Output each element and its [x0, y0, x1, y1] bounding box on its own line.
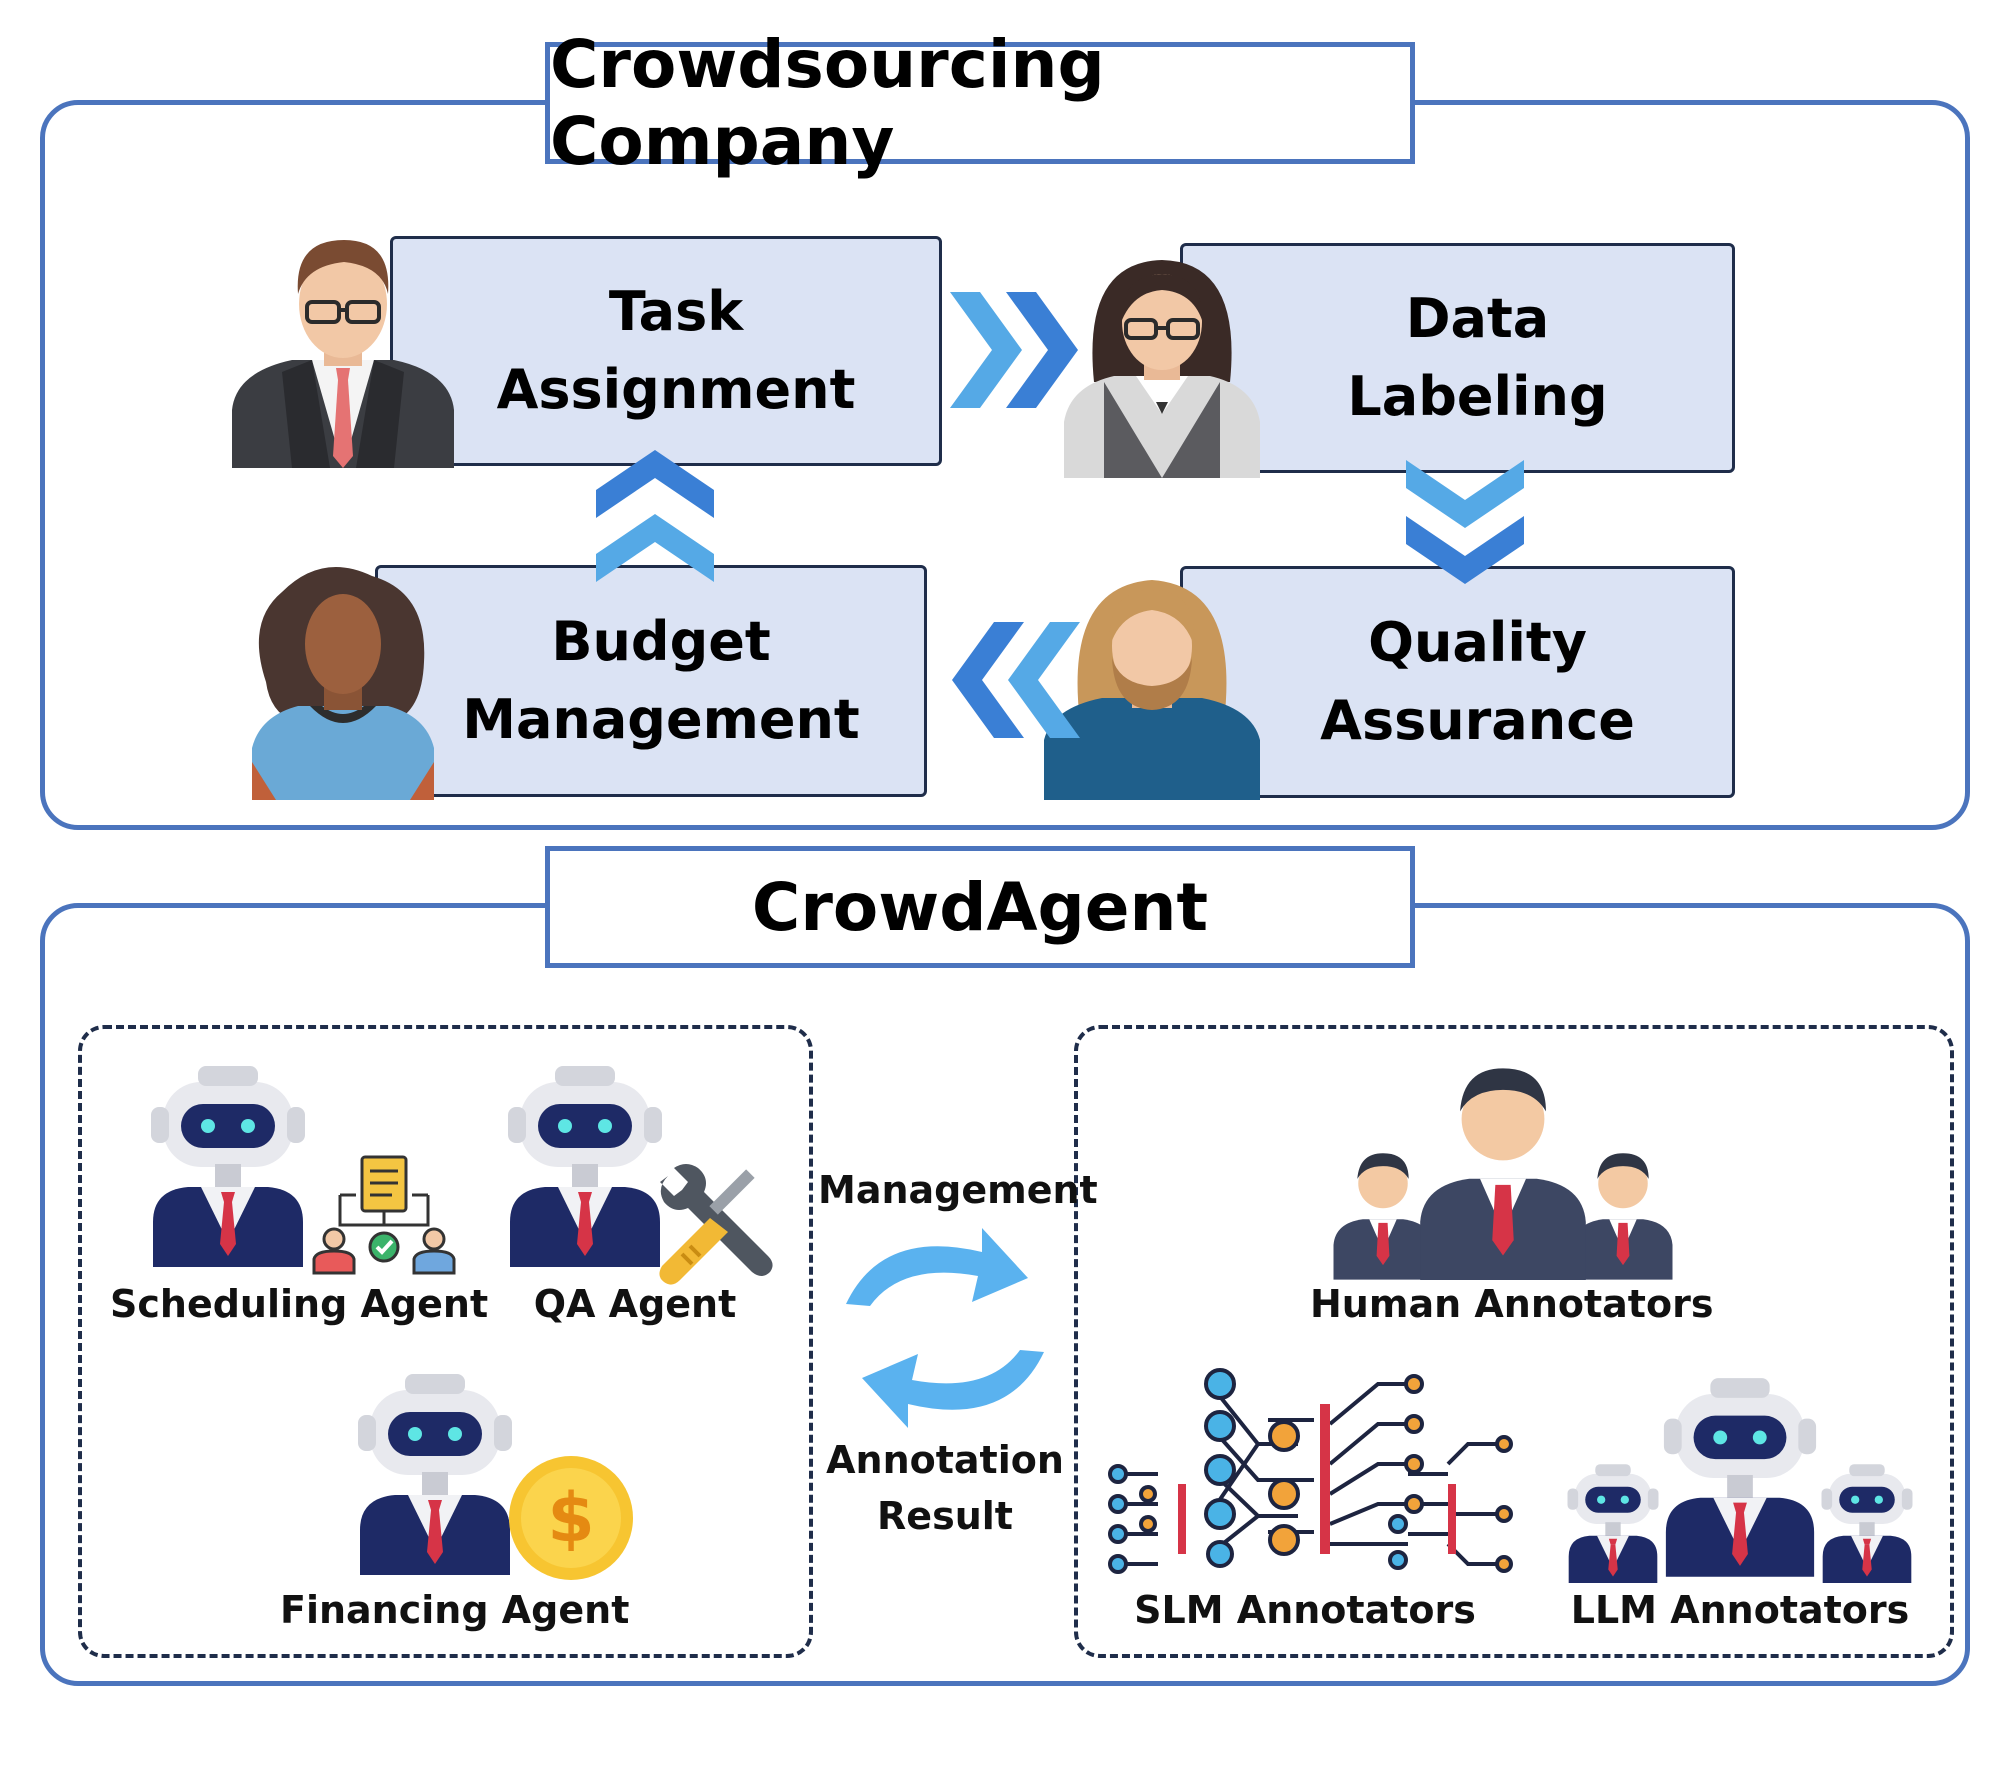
crowdagent-title-text: CrowdAgent — [751, 868, 1209, 946]
workflow-document-icon — [312, 1155, 456, 1275]
slm-annotators-label: SLM Annotators — [1134, 1588, 1476, 1632]
stage-task-assignment: Task Assignment — [390, 236, 942, 466]
dollar-coin-icon: $ — [509, 1456, 633, 1580]
human-annotators-icon — [1328, 1050, 1678, 1280]
financing-agent-label: Financing Agent — [280, 1588, 630, 1632]
stage-quality-assurance: Quality Assurance — [1180, 566, 1735, 798]
financing-agent-robot-icon — [350, 1360, 520, 1580]
stage-quality-assurance-label: Quality Assurance — [1320, 611, 1635, 752]
crowdsourcing-company-title: Crowdsourcing Company — [545, 26, 1415, 180]
woman-with-glasses-avatar — [1064, 260, 1260, 478]
chevron-up-icon — [596, 450, 714, 582]
curved-arrow-right-icon — [846, 1228, 1028, 1306]
crowdsourcing-company-title-text: Crowdsourcing Company — [550, 26, 1105, 180]
agents-group — [78, 1025, 813, 1658]
annotation-result-label: Annotation Result — [826, 1438, 1064, 1538]
man-with-glasses-avatar — [232, 240, 454, 468]
human-annotators-label: Human Annotators — [1310, 1282, 1714, 1326]
stage-budget-management: Budget Management — [375, 565, 927, 797]
qa-agent-label: QA Agent — [533, 1282, 737, 1326]
stage-data-labeling: Data Labeling — [1180, 243, 1735, 473]
neural-network-icon — [1108, 1368, 1513, 1574]
stage-budget-management-label: Budget Management — [462, 610, 860, 751]
llm-annotators-robots-icon — [1560, 1360, 1920, 1586]
llm-annotators-label: LLM Annotators — [1570, 1588, 1910, 1632]
qa-agent-robot-icon — [500, 1052, 670, 1272]
chevron-down-icon — [1406, 460, 1524, 584]
annotators-group — [1074, 1025, 1954, 1658]
chevron-left-icon — [952, 622, 1080, 738]
scheduling-agent-label: Scheduling Agent — [110, 1282, 489, 1326]
crowdagent-title: CrowdAgent — [545, 846, 1415, 968]
curved-arrow-left-icon — [862, 1350, 1044, 1428]
management-label: Management — [818, 1168, 1098, 1212]
woman-curly-hair-avatar — [252, 567, 434, 800]
stage-data-labeling-label: Data Labeling — [1347, 287, 1608, 428]
scheduling-agent-robot-icon — [143, 1052, 313, 1272]
bearded-man-avatar — [1044, 580, 1260, 800]
svg-text:$: $ — [547, 1479, 594, 1558]
stage-task-assignment-label: Task Assignment — [496, 280, 856, 421]
chevron-right-icon — [950, 292, 1078, 408]
wrench-screwdriver-icon — [659, 1164, 773, 1285]
